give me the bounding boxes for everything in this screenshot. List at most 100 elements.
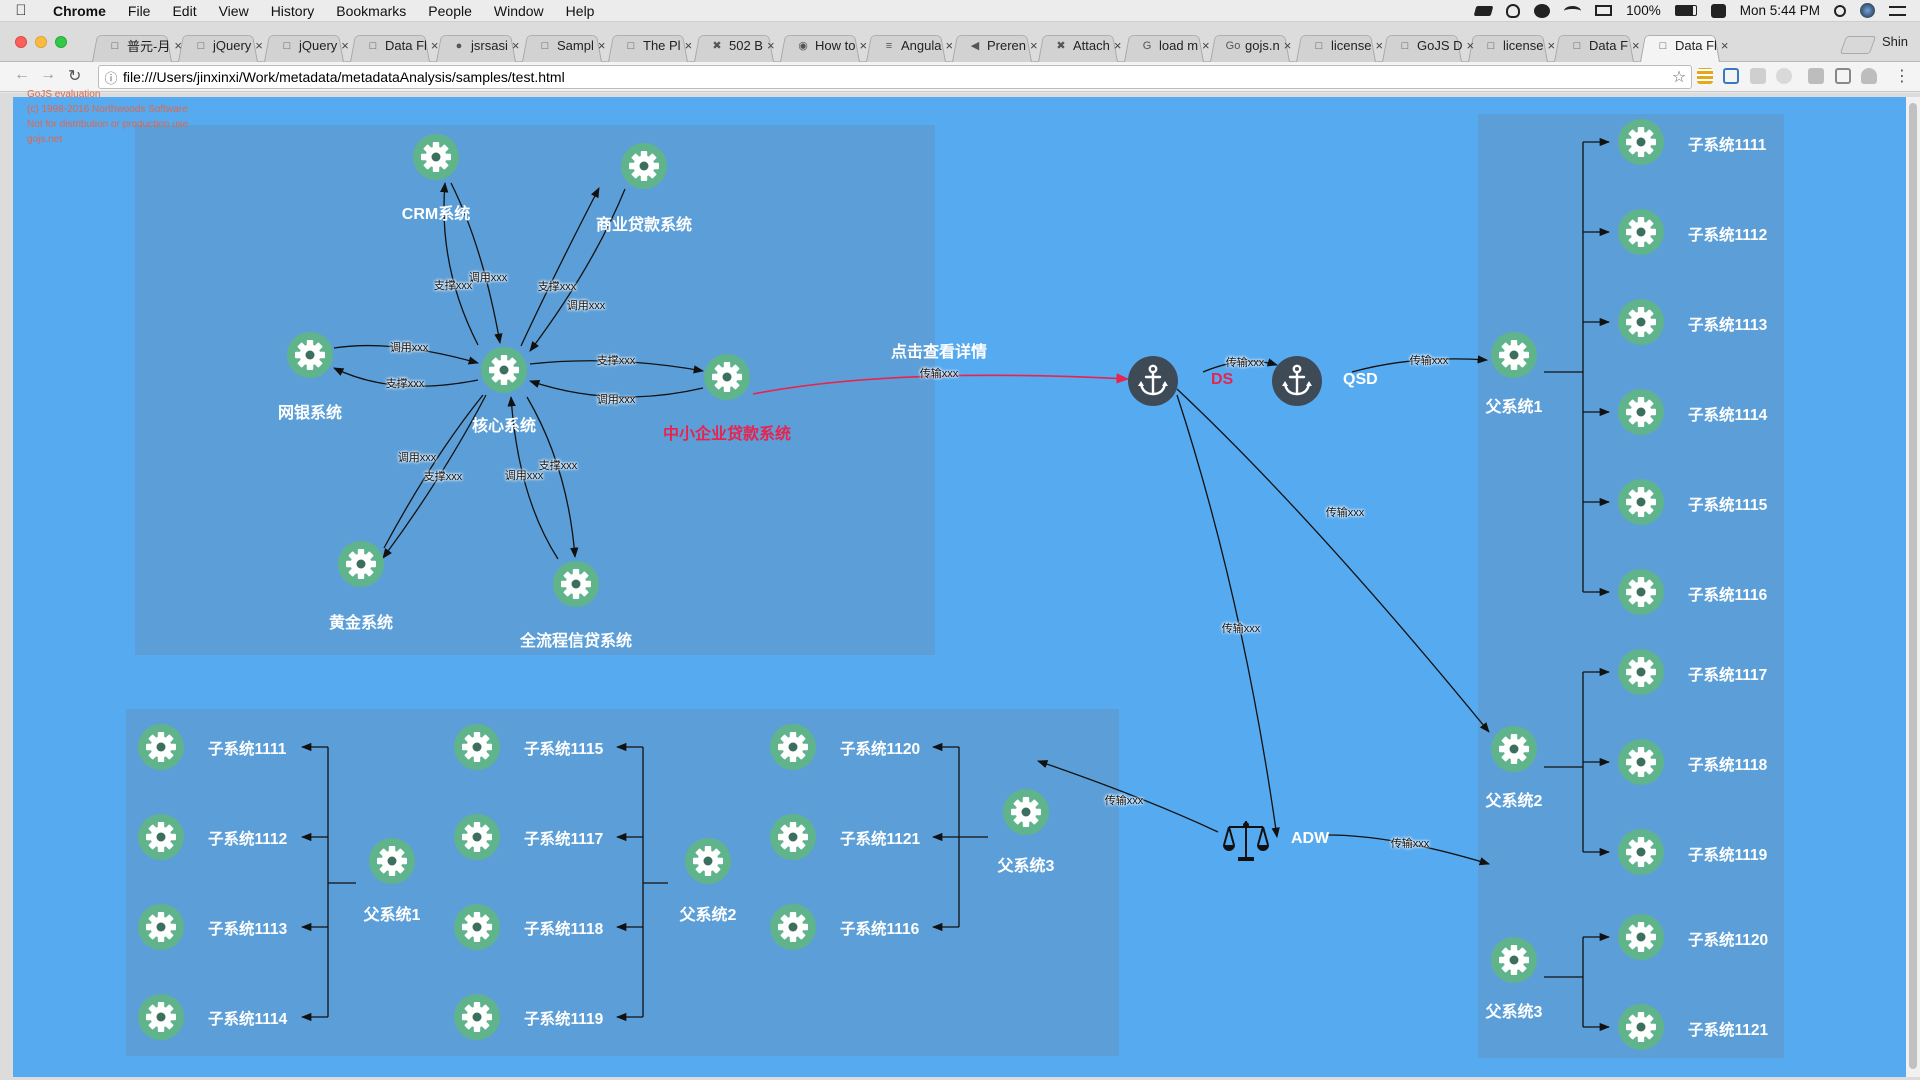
spotlight-search-icon[interactable] — [1834, 4, 1846, 17]
airplay-icon[interactable] — [1595, 5, 1613, 16]
back-arrow-icon[interactable]: ← — [14, 66, 30, 83]
parent-system-node-right-1[interactable] — [1491, 332, 1537, 378]
menu-history[interactable]: History — [270, 2, 315, 19]
apple-menu-icon[interactable]:  — [0, 2, 42, 19]
tab-close-icon[interactable]: × — [766, 38, 775, 53]
link-arrow[interactable] — [1037, 760, 1219, 833]
menu-edit[interactable]: Edit — [172, 2, 197, 19]
link-arrow[interactable] — [1202, 358, 1278, 373]
browser-tab[interactable]: ●jsrsasi× — [430, 29, 522, 62]
full-process-credit-node[interactable] — [553, 561, 599, 607]
extension-square-icon[interactable] — [1835, 68, 1851, 84]
extension-grid-icon[interactable] — [1697, 68, 1713, 84]
scrollbar-thumb[interactable] — [1909, 103, 1917, 1069]
link-arrow[interactable] — [1351, 355, 1489, 373]
menu-app-chrome[interactable]: Chrome — [53, 2, 106, 19]
link-arrow[interactable] — [440, 181, 479, 346]
menu-help[interactable]: Help — [565, 2, 595, 19]
bottom-subsystem-group[interactable] — [126, 709, 1119, 1056]
browser-tab[interactable]: ◀Preren× — [946, 29, 1038, 62]
link-arrow[interactable] — [520, 187, 600, 347]
forward-arrow-icon[interactable]: → — [40, 66, 56, 83]
extension-chat-icon[interactable] — [1776, 68, 1792, 84]
tab-close-icon[interactable]: × — [1375, 38, 1384, 53]
address-url[interactable]: file:///Users/jinxinxi/Work/metadata/met… — [123, 69, 565, 85]
tab-close-icon[interactable]: × — [255, 38, 263, 53]
browser-tab[interactable]: □Sampl× — [516, 29, 608, 62]
link-arrow[interactable] — [529, 380, 704, 398]
menu-file[interactable]: File — [127, 2, 151, 19]
browser-tab[interactable]: □Data F× — [1548, 29, 1640, 62]
menu-bookmarks[interactable]: Bookmarks — [336, 2, 407, 19]
link-arrow[interactable] — [383, 394, 484, 549]
menu-people[interactable]: People — [428, 2, 472, 19]
parent-system-node-bottom-3[interactable] — [1003, 789, 1049, 835]
reload-icon[interactable]: ↻ — [68, 68, 82, 85]
tab-close-icon[interactable]: × — [341, 38, 349, 53]
subsystem-node[interactable] — [770, 814, 816, 860]
browser-tab[interactable]: □jQuery× — [172, 29, 264, 62]
subsystem-node[interactable] — [1618, 1004, 1664, 1050]
subsystem-node[interactable] — [454, 994, 500, 1040]
browser-tab[interactable]: □license× — [1462, 29, 1556, 62]
extension-cloud-icon[interactable] — [1861, 68, 1877, 84]
menu-view[interactable]: View — [218, 2, 249, 19]
tab-close-icon[interactable]: × — [1547, 38, 1556, 53]
subsystem-node[interactable] — [138, 904, 184, 950]
subsystem-node[interactable] — [138, 724, 184, 770]
tab-close-icon[interactable]: × — [597, 38, 606, 53]
chrome-menu-icon[interactable]: ⋮ — [1894, 68, 1910, 85]
subsystem-node[interactable] — [770, 724, 816, 770]
browser-tab[interactable]: □The Pl× — [602, 29, 694, 62]
subsystem-node[interactable] — [454, 904, 500, 950]
highlight-link-arrow[interactable] — [752, 373, 1130, 395]
ebank-system-node[interactable] — [287, 332, 333, 378]
tab-close-icon[interactable]: × — [684, 38, 693, 53]
browser-tab[interactable]: □GoJS D× — [1376, 29, 1474, 62]
subsystem-node[interactable] — [1618, 479, 1664, 525]
crm-system-node[interactable] — [413, 134, 459, 180]
subsystem-node[interactable] — [454, 814, 500, 860]
parent-system-node-right-2[interactable] — [1491, 726, 1537, 772]
browser-tab[interactable]: □jQuery× — [258, 29, 350, 62]
ds-anchor-node[interactable] — [1128, 356, 1178, 406]
extension-screen-icon[interactable] — [1723, 68, 1739, 84]
tab-close-icon[interactable]: × — [1113, 38, 1122, 53]
core-system-node[interactable] — [481, 347, 527, 393]
bookmark-star-icon[interactable]: ☆ — [1671, 69, 1687, 86]
vertical-scrollbar[interactable] — [1906, 97, 1920, 1077]
tab-close-icon[interactable]: × — [430, 38, 439, 53]
browser-tab[interactable]: ✖Attach× — [1032, 29, 1124, 62]
tab-close-icon[interactable]: × — [174, 38, 182, 53]
subsystem-node[interactable] — [1618, 119, 1664, 165]
browser-tab[interactable]: ≡Angula× — [860, 29, 953, 62]
browser-tab[interactable]: ◉How to× — [774, 29, 868, 62]
link-arrow[interactable] — [382, 394, 487, 559]
siri-icon[interactable] — [1860, 3, 1875, 18]
link-arrow[interactable] — [1327, 834, 1490, 866]
parent-system-node-right-3[interactable] — [1491, 937, 1537, 983]
extension-box-icon[interactable] — [1808, 68, 1824, 84]
subsystem-node[interactable] — [1618, 739, 1664, 785]
subsystem-node[interactable] — [770, 904, 816, 950]
profile-button[interactable]: Shin — [1882, 34, 1909, 49]
tab-close-icon[interactable]: × — [1720, 38, 1729, 53]
browser-tab[interactable]: □普元-月× — [86, 29, 182, 62]
link-arrow[interactable] — [507, 395, 559, 560]
subsystem-node[interactable] — [1618, 389, 1664, 435]
link-arrow[interactable] — [333, 344, 480, 365]
link-arrow[interactable] — [526, 396, 579, 559]
browser-tab[interactable]: □license× — [1290, 29, 1384, 62]
tab-close-icon[interactable]: × — [859, 38, 868, 53]
link-arrow[interactable] — [333, 367, 479, 387]
browser-tab[interactable]: □Data Fl× — [1634, 29, 1729, 62]
menu-window[interactable]: Window — [493, 2, 544, 19]
tab-close-icon[interactable]: × — [1632, 38, 1640, 53]
browser-tab[interactable]: □Data Fl× — [344, 29, 439, 62]
subsystem-node[interactable] — [138, 814, 184, 860]
sync-app-icon[interactable] — [1710, 3, 1726, 18]
window-close-button[interactable] — [15, 36, 27, 48]
tab-close-icon[interactable]: × — [1202, 38, 1210, 53]
